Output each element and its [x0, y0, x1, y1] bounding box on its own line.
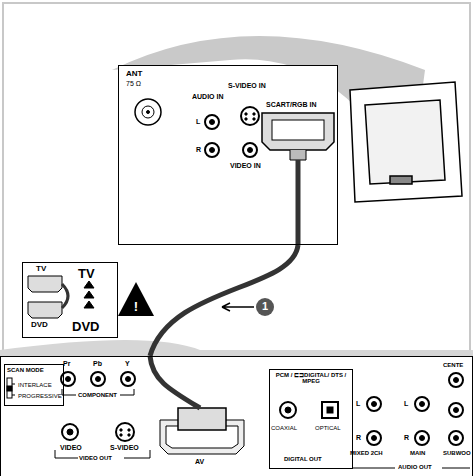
- panel-label: L: [404, 400, 408, 407]
- scart-cable: [150, 245, 298, 356]
- digital-out-box: PCM / ⊏⊐DIGITAL/ DTS / MPEG COAXIAL OPTICA…: [269, 369, 353, 469]
- panel-label: PCM / ⊏⊐DIGITAL/ DTS / MPEG: [271, 372, 351, 385]
- panel-label: PROGRESSIVE: [18, 393, 62, 399]
- panel-label: DVD: [72, 320, 99, 334]
- warning-mark: !: [131, 300, 141, 313]
- panel-label: S-VIDEO IN: [228, 82, 266, 89]
- panel-label: COMPONENT: [78, 392, 117, 398]
- connection-inset: TV DVD TV DVD: [22, 262, 118, 338]
- panel-label: R: [196, 146, 201, 153]
- inset-plugs: [28, 276, 94, 318]
- panel-label: COAXIAL: [271, 425, 297, 431]
- tv-set: [350, 82, 462, 202]
- cable: [150, 356, 200, 408]
- panel-label: Pr: [63, 360, 70, 367]
- panel-label: L: [356, 400, 360, 407]
- panel-label: R: [356, 434, 361, 441]
- panel-label: AUDIO IN: [192, 93, 224, 100]
- panel-label: 75 Ω: [126, 80, 141, 87]
- leader-arrow: [222, 303, 254, 311]
- panel-label: ANT: [126, 70, 142, 78]
- panel-label: DIGITAL OUT: [284, 456, 322, 462]
- panel-label: VIDEO OUT: [79, 455, 112, 461]
- panel-label: L: [196, 118, 200, 125]
- panel-label: SCART/RGB IN: [266, 101, 317, 108]
- panel-label: DVD: [31, 321, 48, 329]
- panel-label: MAIN: [410, 450, 425, 456]
- dvd-rear-panel: Pr Pb Y COMPONENT VIDEO S-VIDEO VIDEO OUT AV L R M…: [0, 356, 473, 476]
- panel-label: OPTICAL: [315, 425, 341, 431]
- panel-label: Y: [125, 360, 130, 367]
- tv-rear-panel: ANT 75 Ω AUDIO IN L R S-VIDEO IN VIDEO IN SCART…: [118, 65, 338, 245]
- panel-label: S-VIDEO: [110, 444, 139, 451]
- panel-label: CENTE: [443, 362, 463, 368]
- panel-ribbon: [0, 340, 473, 356]
- panel-label: AV: [195, 458, 204, 465]
- panel-label: VIDEO: [60, 444, 82, 451]
- warning-triangle: [118, 282, 154, 316]
- panel-label: Pb: [93, 360, 102, 367]
- callout-number: 1: [259, 301, 271, 312]
- panel-label: VIDEO IN: [230, 162, 261, 169]
- cable: [296, 160, 301, 245]
- tv-connectors: [135, 99, 334, 160]
- panel-label: R: [404, 434, 409, 441]
- panel-label: SUBWOO: [443, 450, 471, 456]
- panel-label: TV: [36, 265, 46, 273]
- panel-label: MIXED 2CH: [350, 450, 383, 456]
- panel-label: SCAN MODE: [7, 367, 44, 373]
- scan-mode-box: SCAN MODE INTERLACE PROGRESSIVE: [4, 364, 64, 406]
- callout-circle: [256, 298, 274, 316]
- panel-label: INTERLACE: [18, 382, 52, 388]
- panel-label: TV: [78, 267, 95, 281]
- dvd-connectors: [7, 372, 470, 468]
- panel-label: AUDIO OUT: [398, 464, 432, 470]
